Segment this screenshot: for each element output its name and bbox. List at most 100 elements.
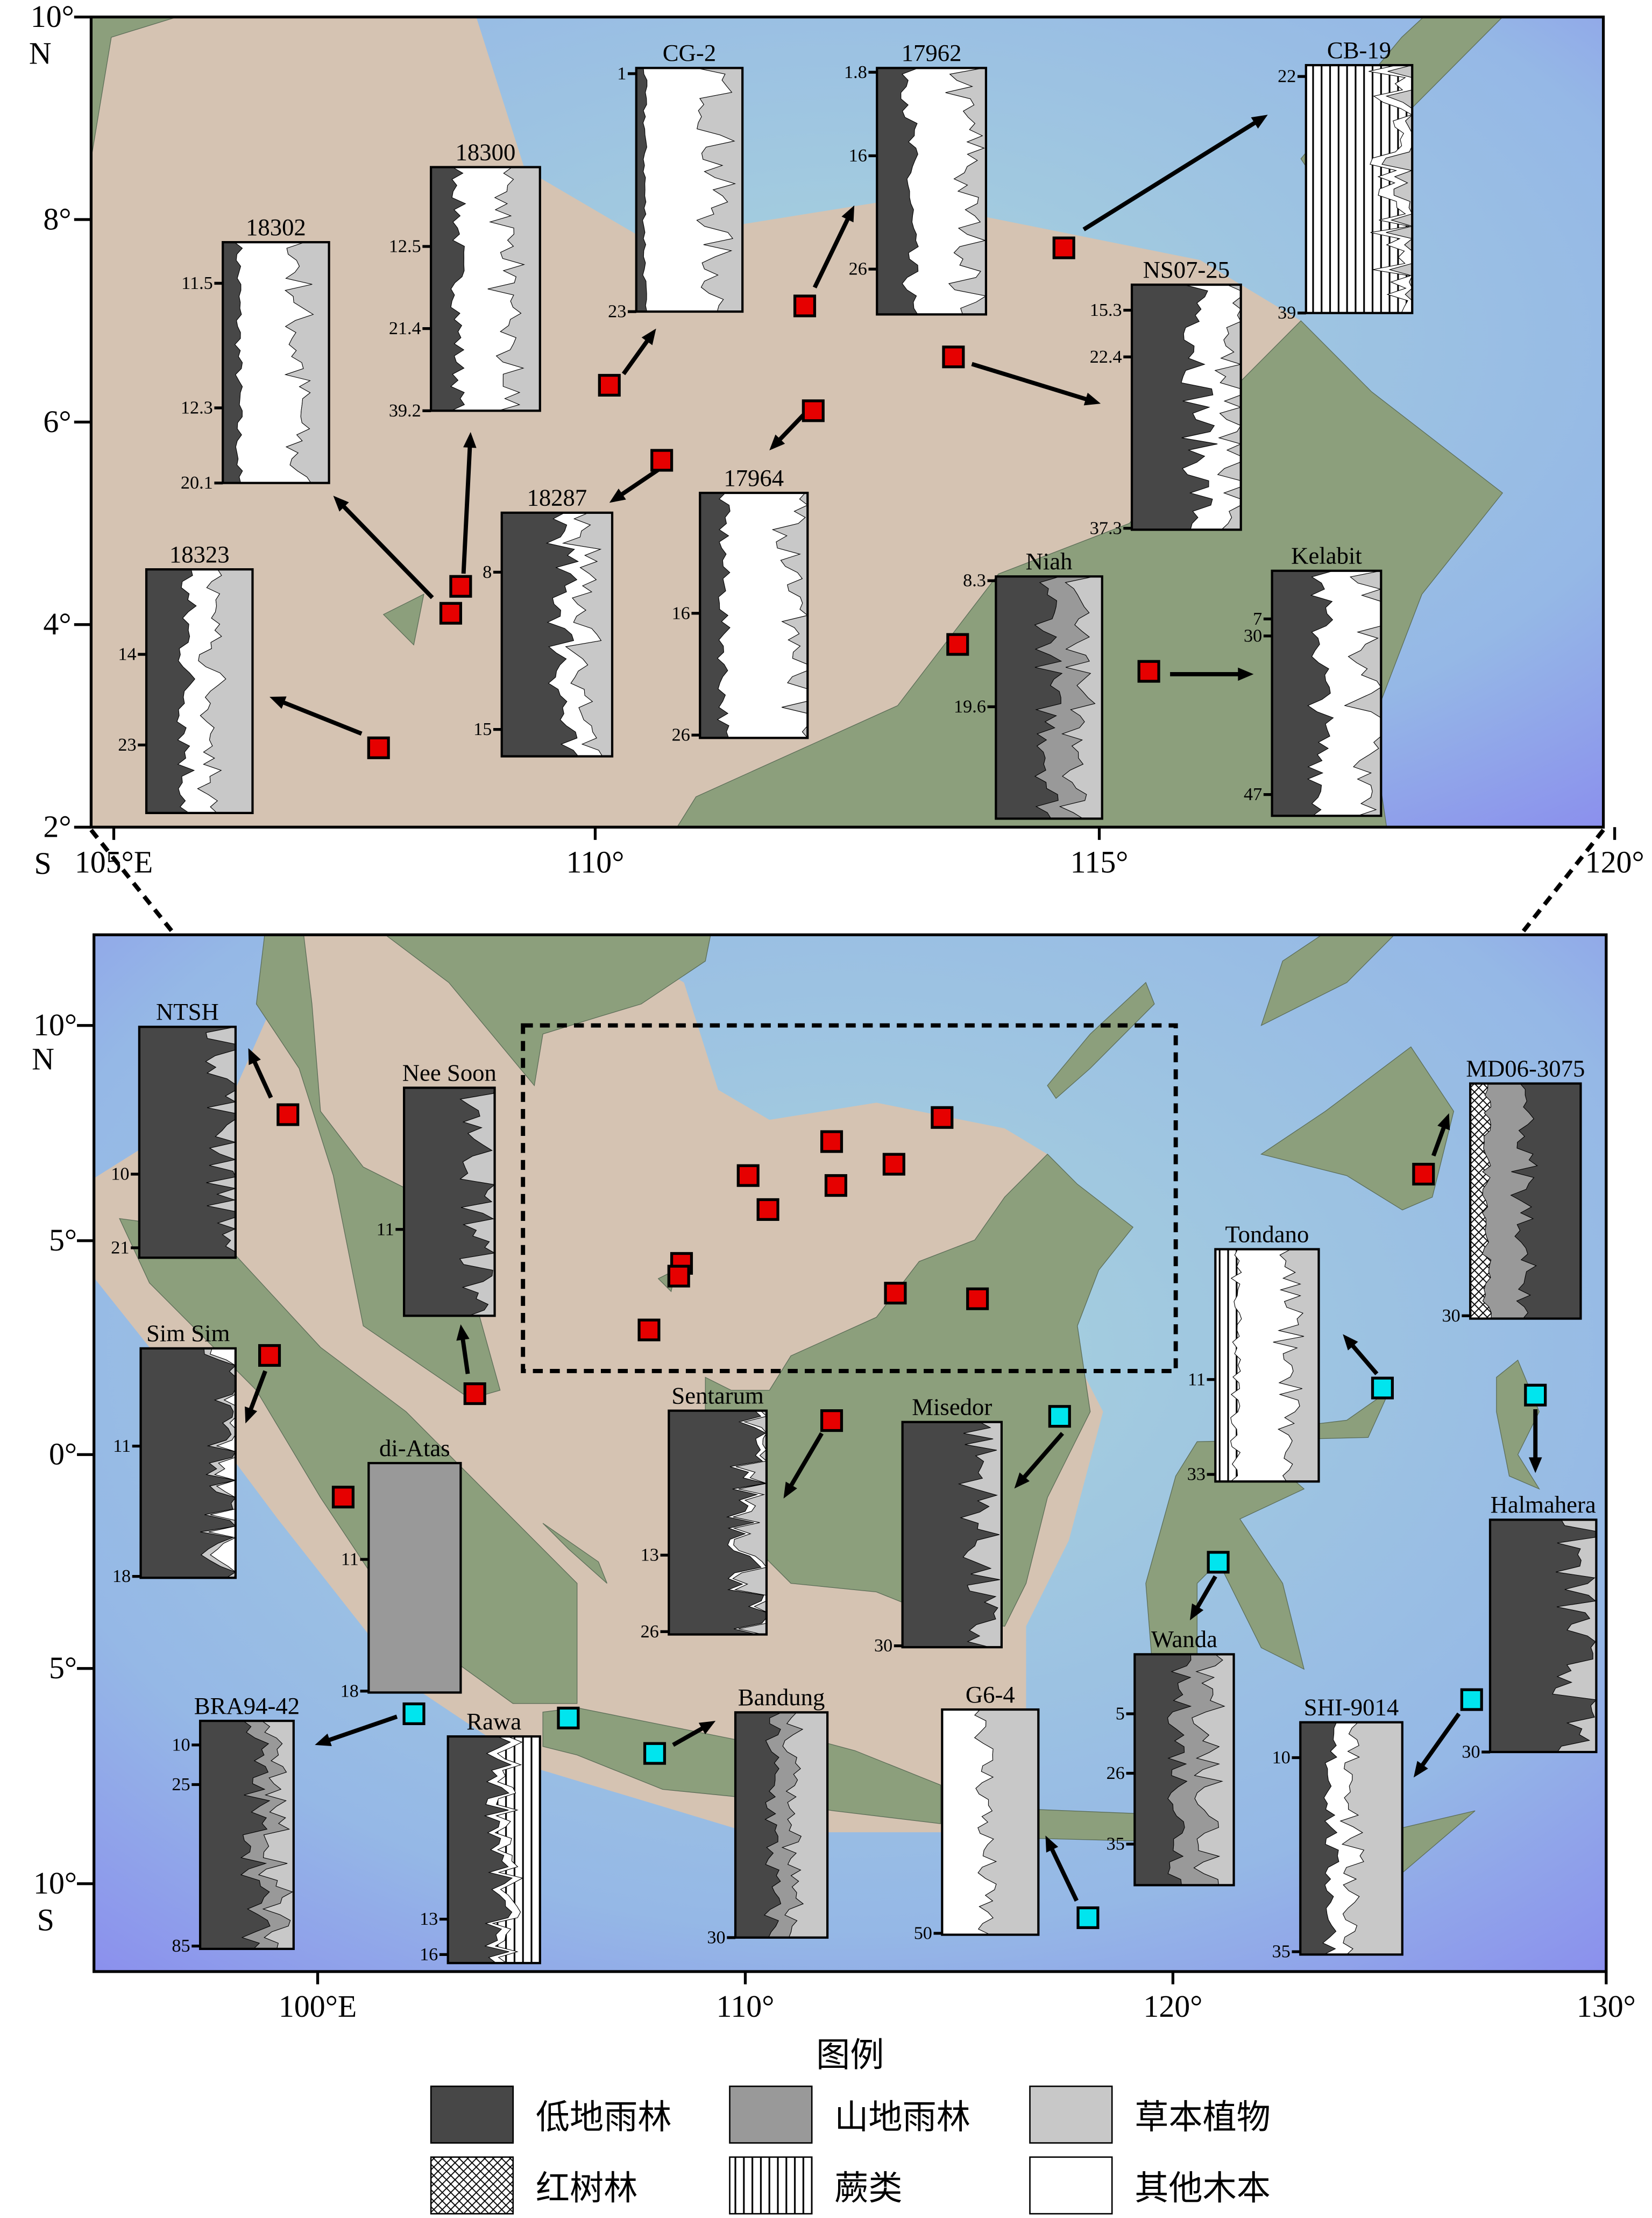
- depth-tick-label: 35: [1107, 1834, 1125, 1854]
- diagram-title: G6-4: [966, 1681, 1015, 1708]
- land-borneo: [705, 1154, 1134, 1627]
- diagram-title: Halmahera: [1491, 1491, 1596, 1518]
- site-marker-marine[interactable]: [882, 1153, 905, 1176]
- depth-tick-label: 35: [1272, 1942, 1291, 1962]
- lat-label: S: [37, 1903, 54, 1938]
- site-arrow: [248, 1370, 267, 1412]
- site-marker-terrestrial[interactable]: [1371, 1376, 1394, 1400]
- site-marker-terrestrial[interactable]: [402, 1702, 426, 1725]
- site-marker-marine[interactable]: [736, 1164, 760, 1187]
- site-marker-marine[interactable]: [1137, 660, 1160, 683]
- land-natuna: [382, 594, 424, 646]
- site-marker-marine[interactable]: [966, 1287, 989, 1310]
- site-marker-marine[interactable]: [824, 1174, 847, 1197]
- depth-tick-label: 11: [1188, 1369, 1206, 1389]
- diagram-title: 18300: [456, 138, 516, 165]
- diagram-title: Nee Soon: [402, 1059, 497, 1086]
- depth-tick-label: 16: [420, 1945, 438, 1965]
- curve-lowland: [668, 1410, 767, 1635]
- lon-label: 105°E: [75, 844, 153, 879]
- site-marker-marine[interactable]: [449, 575, 472, 598]
- site-arrow: [812, 216, 850, 289]
- site-marker-marine[interactable]: [793, 294, 817, 317]
- site-marker-marine[interactable]: [598, 373, 621, 397]
- pollen-diagram-bandung: Bandung 30: [707, 1684, 829, 1947]
- site-marker-marine[interactable]: [884, 1282, 907, 1305]
- diagram-title: Bandung: [738, 1684, 825, 1711]
- arrow-head: [1083, 392, 1101, 406]
- site-marker-marine[interactable]: [756, 1198, 779, 1221]
- site-arrow: [461, 445, 472, 574]
- depth-tick-label: 13: [641, 1545, 659, 1565]
- depth-tick-label: 22: [1278, 67, 1296, 87]
- site-marker-marine[interactable]: [650, 449, 673, 472]
- site-arrow: [341, 504, 434, 599]
- site-marker-terrestrial[interactable]: [1207, 1551, 1230, 1574]
- site-marker-terrestrial[interactable]: [557, 1706, 580, 1729]
- site-marker-marine[interactable]: [667, 1265, 690, 1288]
- lat-label: 0°: [49, 1437, 77, 1472]
- site-marker-marine[interactable]: [931, 1106, 954, 1129]
- site-arrow: [1082, 120, 1258, 231]
- depth-tick-label: 30: [707, 1927, 725, 1947]
- site-marker-marine[interactable]: [1412, 1163, 1435, 1186]
- legend-label-lowland: 低地雨林: [536, 2097, 672, 2137]
- top-map-overlay: 1830211.512.320.11830012.521.439.2CG-212…: [118, 37, 1414, 820]
- arrow-head: [841, 205, 855, 223]
- land-palawan: [1047, 981, 1155, 1099]
- site-marker-marine[interactable]: [820, 1409, 843, 1432]
- site-marker-terrestrial[interactable]: [1524, 1383, 1547, 1407]
- site-arrow: [327, 1714, 398, 1743]
- depth-tick-label: 21: [111, 1238, 129, 1258]
- site-arrow: [1350, 1343, 1379, 1375]
- site-marker-marine[interactable]: [820, 1130, 843, 1153]
- site-marker-terrestrial[interactable]: [1048, 1405, 1071, 1428]
- site-marker-terrestrial[interactable]: [1076, 1906, 1100, 1930]
- diagram-title: Misedor: [912, 1394, 992, 1421]
- depth-tick-label: 15.3: [1090, 300, 1122, 320]
- site-marker-marine[interactable]: [942, 345, 965, 369]
- arrow-head: [463, 432, 477, 448]
- arrow-head: [315, 1733, 332, 1746]
- depth-tick-label: 30: [1244, 626, 1262, 646]
- diagram-title: Sentarum: [671, 1382, 764, 1409]
- arrow-head: [270, 696, 287, 709]
- lat-label: S: [34, 846, 51, 881]
- diagram-title: NTSH: [156, 998, 219, 1025]
- depth-tick-label: 18: [341, 1681, 359, 1701]
- site-marker-marine[interactable]: [367, 736, 390, 759]
- site-marker-marine[interactable]: [637, 1318, 661, 1341]
- site-marker-marine[interactable]: [258, 1344, 281, 1367]
- site-marker-marine[interactable]: [331, 1486, 354, 1509]
- site-arrow: [777, 413, 805, 442]
- site-marker-marine[interactable]: [463, 1382, 486, 1405]
- site-marker-marine[interactable]: [276, 1103, 300, 1126]
- site-arrow: [788, 1432, 824, 1488]
- site-marker-marine[interactable]: [946, 633, 969, 656]
- diagram-title: 17964: [724, 464, 784, 491]
- lon-label: 120°: [1143, 1989, 1202, 2024]
- diagram-title: SHI-9014: [1304, 1694, 1399, 1721]
- site-marker-terrestrial[interactable]: [643, 1742, 667, 1765]
- site-arrow: [460, 1337, 470, 1374]
- site-marker-marine[interactable]: [802, 399, 825, 422]
- lat-label: 10°: [33, 1866, 77, 1901]
- depth-tick-label: 30: [1442, 1306, 1460, 1326]
- site-marker-marine[interactable]: [439, 602, 463, 625]
- site-marker-terrestrial[interactable]: [1460, 1688, 1483, 1711]
- lat-label: 10°: [31, 0, 74, 34]
- diagram-title: BRA94-42: [194, 1692, 300, 1719]
- legend: 图例 低地雨林山地雨林草本植物红树林蕨类其他木本: [430, 2035, 1271, 2215]
- site-marker-marine[interactable]: [1052, 236, 1075, 259]
- depth-tick-label: 37.3: [1090, 518, 1122, 538]
